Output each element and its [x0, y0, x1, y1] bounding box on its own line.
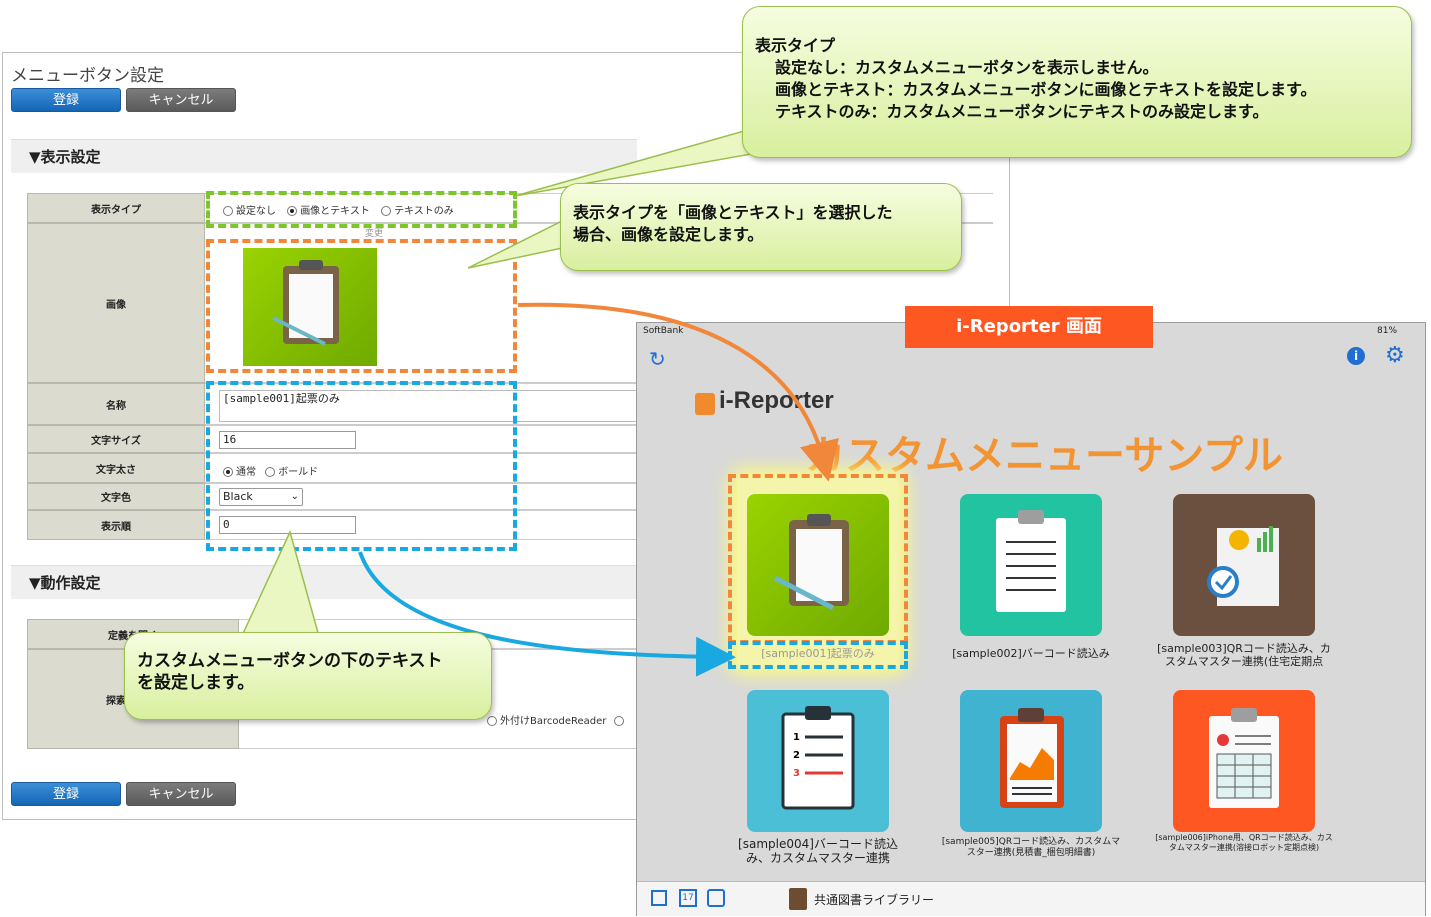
- image-callout: 表示タイプを「画像とテキスト」を選択した 場合、画像を設定します。: [560, 183, 962, 271]
- text-callout: カスタムメニューボタンの下のテキスト を設定します。: [124, 632, 492, 720]
- callout-type-title: 表示タイプ: [755, 36, 836, 55]
- clipboard-icon: [272, 260, 339, 346]
- tile-caption-sample005: [sample005]QRコード読込み、カスタムマスター連携(見積書_梱包明細書…: [941, 837, 1121, 858]
- gear-icon[interactable]: ⚙: [1385, 343, 1405, 368]
- battery-status: 81%: [1377, 326, 1398, 336]
- tile-sample005[interactable]: [960, 690, 1102, 832]
- custom-menu-heading: カスタムメニューサンプル: [805, 433, 1283, 479]
- font-weight-label: 文字太さ: [27, 453, 205, 483]
- image-change-link[interactable]: 変更: [365, 229, 384, 239]
- form-table-icon: [1209, 708, 1279, 808]
- font-weight-cell: 通常 ボールド: [205, 453, 637, 483]
- carrier-status: SoftBank: [643, 326, 684, 336]
- font-size-label: 文字サイズ: [27, 425, 205, 453]
- ireporter-logo-icon: [695, 393, 715, 415]
- font-weight-radios: 通常 ボールド: [223, 463, 318, 478]
- font-color-select[interactable]: Black ⌄: [219, 488, 303, 506]
- svg-text:3: 3: [793, 768, 800, 779]
- page-title: メニューボタン設定: [11, 66, 164, 86]
- register-button[interactable]: 登録: [11, 88, 121, 112]
- report-chart-icon: [1207, 526, 1279, 606]
- cancel-button-bottom[interactable]: キャンセル: [126, 782, 236, 806]
- text-settings-highlight: [206, 381, 517, 551]
- display-settings-header: ▼表示設定: [11, 139, 637, 173]
- info-icon[interactable]: i: [1347, 347, 1365, 365]
- refresh-icon[interactable]: ↻: [649, 347, 666, 371]
- radio-text-only[interactable]: [381, 206, 392, 216]
- tile-sample006[interactable]: [1173, 690, 1315, 832]
- name-cell: [sample001]起票のみ: [205, 383, 639, 425]
- tile-sample003[interactable]: [1173, 494, 1315, 636]
- cancel-button[interactable]: キャンセル: [126, 88, 236, 112]
- radio-image-text[interactable]: [287, 206, 298, 216]
- callout-text-line-1: カスタムメニューボタンの下のテキスト: [137, 651, 443, 671]
- tile-sample002[interactable]: [960, 494, 1102, 636]
- display-order-input[interactable]: 0: [219, 516, 356, 534]
- table-icon[interactable]: [651, 890, 667, 906]
- ireporter-screen-banner: i-Reporter 画面: [905, 306, 1153, 348]
- callout-text-line-2: を設定します。: [137, 673, 255, 693]
- barcode-option-label: 外付けBarcodeReader: [500, 716, 607, 727]
- font-color-label: 文字色: [27, 483, 205, 510]
- radio-none[interactable]: [223, 206, 233, 216]
- radio-bold[interactable]: [265, 467, 276, 477]
- calendar-icon[interactable]: 17: [679, 889, 697, 907]
- display-order-label: 表示順: [27, 510, 205, 540]
- callout-image-line-2: 場合、画像を設定します。: [573, 225, 764, 244]
- register-button-bottom[interactable]: 登録: [11, 782, 121, 806]
- numbered-list-icon: 1 2 3: [781, 706, 855, 810]
- clipboard-icon: [773, 514, 849, 611]
- clipboard-graph-icon: [1000, 708, 1064, 808]
- radio-barcode-next[interactable]: [613, 716, 624, 726]
- tile-caption-sample004: [sample004]バーコード読込み、カスタムマスター連携: [738, 837, 898, 865]
- svg-text:2: 2: [793, 750, 800, 761]
- ireporter-logo-text: i-Reporter: [719, 387, 834, 414]
- name-label: 名称: [27, 383, 205, 425]
- display-type-callout: 表示タイプ 設定なし：カスタムメニューボタンを表示しません。 画像とテキスト：カ…: [742, 6, 1412, 158]
- document-list-icon: [996, 510, 1066, 612]
- chevron-down-icon: ⌄: [290, 491, 299, 502]
- font-size-cell: 16: [205, 425, 637, 453]
- radio-normal[interactable]: [223, 467, 233, 477]
- clipboard-image[interactable]: [243, 248, 377, 366]
- callout-type-line-1: 設定なし：カスタムメニューボタンを表示しません。: [775, 58, 1159, 77]
- font-size-input[interactable]: 16: [219, 431, 356, 449]
- tile-caption-sample002: [sample002]バーコード読込み: [952, 647, 1110, 660]
- display-type-highlight: [206, 191, 517, 228]
- font-color-cell: Black ⌄: [205, 483, 637, 510]
- image-label: 画像: [27, 223, 205, 383]
- tile-caption-sample003: [sample003]QRコード読込み、カスタムマスター連携(住宅定期点: [1157, 642, 1331, 668]
- display-type-label: 表示タイプ: [27, 193, 205, 223]
- display-type-radios: 設定なし 画像とテキスト テキストのみ: [223, 202, 454, 217]
- library-book-icon[interactable]: [789, 888, 807, 910]
- barcode-option: 外付けBarcodeReader: [487, 712, 627, 727]
- name-input[interactable]: [sample001]起票のみ: [219, 390, 639, 422]
- image-highlight: [206, 239, 517, 373]
- display-order-cell: 0: [205, 510, 637, 540]
- tile-sample001[interactable]: [747, 494, 889, 636]
- action-settings-header: ▼動作設定: [11, 565, 637, 599]
- radio-image-text-label: 画像とテキスト: [300, 206, 370, 217]
- tile-caption-sample001: [sample001]起票のみ: [761, 647, 875, 660]
- radio-none-label: 設定なし: [236, 206, 276, 217]
- radio-barcode-prev[interactable]: [487, 716, 497, 726]
- radio-normal-label: 通常: [236, 467, 256, 478]
- bottom-toolbar: 17 共通図書ライブラリー: [637, 881, 1425, 916]
- form-icon[interactable]: [707, 889, 725, 907]
- font-color-value: Black: [223, 490, 253, 503]
- ireporter-ipad-screen: SoftBank 81% ↻ i ⚙ i-Reporter カスタムメニューサン…: [636, 322, 1426, 916]
- svg-text:1: 1: [793, 732, 800, 743]
- tile-sample004[interactable]: 1 2 3: [747, 690, 889, 832]
- shared-library-label[interactable]: 共通図書ライブラリー: [814, 893, 935, 907]
- tile-caption-sample006: [sample006]iPhone用、QRコード読込み、カスタムマスター連携(溶…: [1155, 833, 1333, 852]
- radio-bold-label: ボールド: [278, 467, 319, 478]
- radio-text-only-label: テキストのみ: [394, 206, 454, 217]
- callout-type-line-3: テキストのみ：カスタムメニューボタンにテキストのみ設定します。: [775, 102, 1269, 121]
- callout-type-line-2: 画像とテキスト：カスタムメニューボタンに画像とテキストを設定します。: [775, 80, 1317, 99]
- callout-image-line-1: 表示タイプを「画像とテキスト」を選択した: [573, 203, 893, 222]
